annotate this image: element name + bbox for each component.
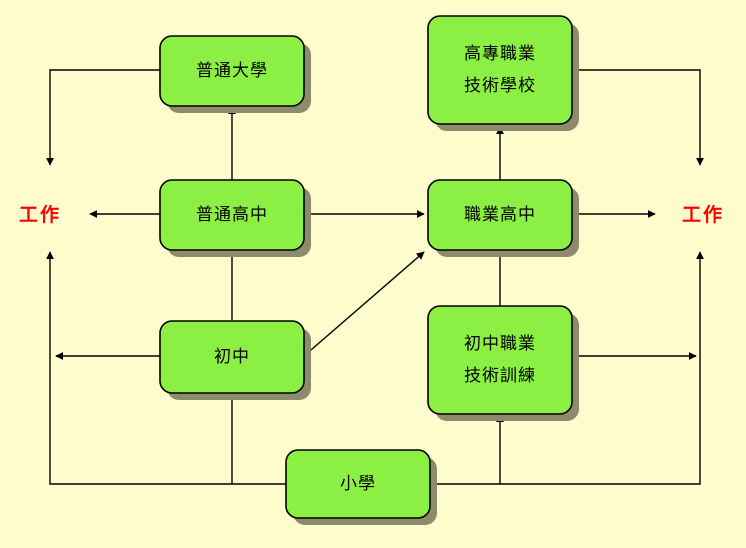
node-primary: 小學 (285, 449, 437, 525)
node-juniorhigh: 初中 (159, 320, 311, 400)
node-juniorvoc: 初中職業 技術訓練 (427, 305, 579, 421)
work-left-label: 工作 (19, 203, 61, 226)
work-right-label: 工作 (682, 203, 724, 226)
edge-primary-to-work-right (430, 251, 704, 485)
node-hvcollege-line-1: 高專職業 (464, 44, 536, 64)
edge-hvcollege-to-work-right (572, 69, 704, 166)
node-vocationalhigh: 職業高中 (427, 179, 579, 257)
node-primary-label: 小學 (340, 474, 376, 494)
node-juniorvoc-line-1: 初中職業 (464, 334, 536, 354)
node-vocationalhigh-label: 職業高中 (464, 205, 536, 225)
node-juniorhigh-label: 初中 (214, 347, 250, 367)
connectors (46, 69, 704, 485)
node-university-label: 普通大學 (196, 61, 268, 81)
node-hvcollege: 高專職業 技術學校 (427, 15, 579, 131)
node-university: 普通大學 (159, 35, 311, 113)
node-juniorvoc-line-2: 技術訓練 (464, 366, 536, 386)
node-seniorhigh: 普通高中 (159, 179, 311, 257)
node-seniorhigh-label: 普通高中 (196, 205, 268, 225)
node-hvcollege-line-2: 技術學校 (464, 76, 536, 96)
edge-primary-to-juniorhigh-and-work-left (46, 251, 286, 485)
edge-university-to-work-left (46, 69, 160, 166)
edge-juniorhigh-to-vocationalhigh (303, 251, 425, 357)
